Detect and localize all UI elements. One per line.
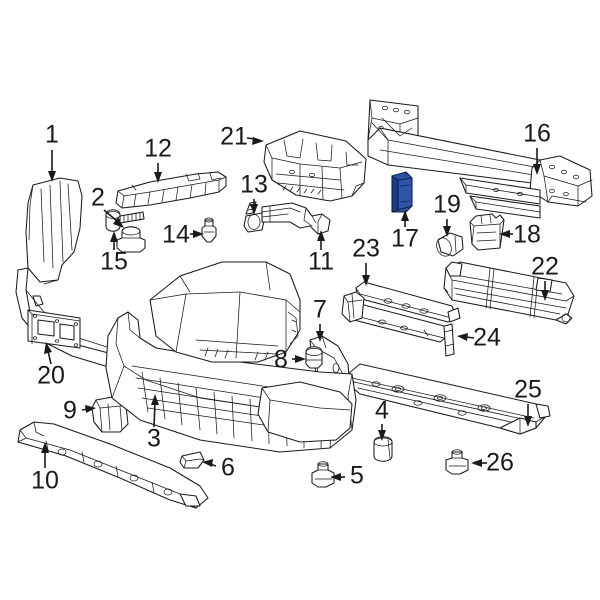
- callout-19[interactable]: 19: [433, 191, 461, 219]
- callout-3[interactable]: 3: [147, 425, 161, 453]
- callout-12[interactable]: 12: [144, 135, 172, 163]
- callout-13[interactable]: 13: [240, 171, 268, 199]
- part-10-front-lower-spoiler[interactable]: [17, 421, 209, 509]
- part-1-fender-liner-bracket[interactable]: [25, 177, 83, 285]
- callout-23[interactable]: 23: [352, 235, 380, 263]
- callout-7[interactable]: 7: [313, 296, 327, 324]
- part-21-upper-absorber[interactable]: [263, 130, 367, 202]
- callout-4[interactable]: 4: [375, 397, 389, 425]
- part-20-license-plate-bracket[interactable]: [27, 309, 81, 349]
- part-11-side-mount-bracket[interactable]: [261, 202, 331, 235]
- callout-18[interactable]: 18: [513, 221, 541, 249]
- part-22-radiator-air-duct[interactable]: [443, 261, 575, 325]
- callout-24[interactable]: 24: [473, 324, 501, 352]
- part-19-round-stopper-cushion[interactable]: [434, 232, 464, 258]
- part-18-energy-absorber-block[interactable]: [469, 213, 505, 251]
- part-17-beam-side-bracket-highlighted[interactable]: [391, 171, 413, 213]
- callout-11[interactable]: 11: [308, 248, 334, 276]
- leader-lines: [41, 137, 549, 481]
- callout-25[interactable]: 25: [514, 376, 542, 404]
- part-5-flange-bolt[interactable]: [311, 461, 335, 488]
- callout-6[interactable]: 6: [221, 454, 235, 482]
- callout-5[interactable]: 5: [350, 462, 364, 490]
- callout-16[interactable]: 16: [523, 120, 551, 148]
- callout-14[interactable]: 14: [162, 221, 190, 249]
- callout-20[interactable]: 20: [37, 362, 65, 390]
- part-26-shield-bolt[interactable]: [445, 449, 469, 475]
- part-1-bumper-cover-right-fragment: [257, 381, 353, 443]
- callout-9[interactable]: 9: [63, 397, 77, 425]
- part-14-push-pin-rivet[interactable]: [201, 217, 217, 243]
- callout-8[interactable]: 8: [274, 346, 288, 374]
- part-24-air-guide-seal[interactable]: [341, 291, 455, 357]
- callout-10[interactable]: 10: [31, 467, 59, 495]
- part-12-upper-beam-trim[interactable]: [115, 171, 227, 209]
- part-1-bumper-cover-body: [149, 261, 301, 363]
- part-8-cap-plug[interactable]: [305, 346, 323, 369]
- callout-21[interactable]: 21: [220, 123, 248, 151]
- part-16-bumper-reinforcement-beam[interactable]: [367, 99, 593, 219]
- callout-15[interactable]: 15: [100, 248, 128, 276]
- callout-22[interactable]: 22: [531, 253, 559, 281]
- callout-numbers: 1 2 3 4 5 6 7 8 9 10 11 12 13 14 15 16 1…: [31, 120, 559, 495]
- callout-26[interactable]: 26: [486, 449, 514, 477]
- part-2-bumper-grommet[interactable]: [116, 226, 146, 253]
- callout-17[interactable]: 17: [391, 225, 419, 253]
- callout-1[interactable]: 1: [45, 121, 59, 149]
- part-4-retainer-clip[interactable]: [373, 436, 393, 462]
- callout-2[interactable]: 2: [91, 184, 105, 212]
- part-6-wedge-clip[interactable]: [179, 451, 205, 469]
